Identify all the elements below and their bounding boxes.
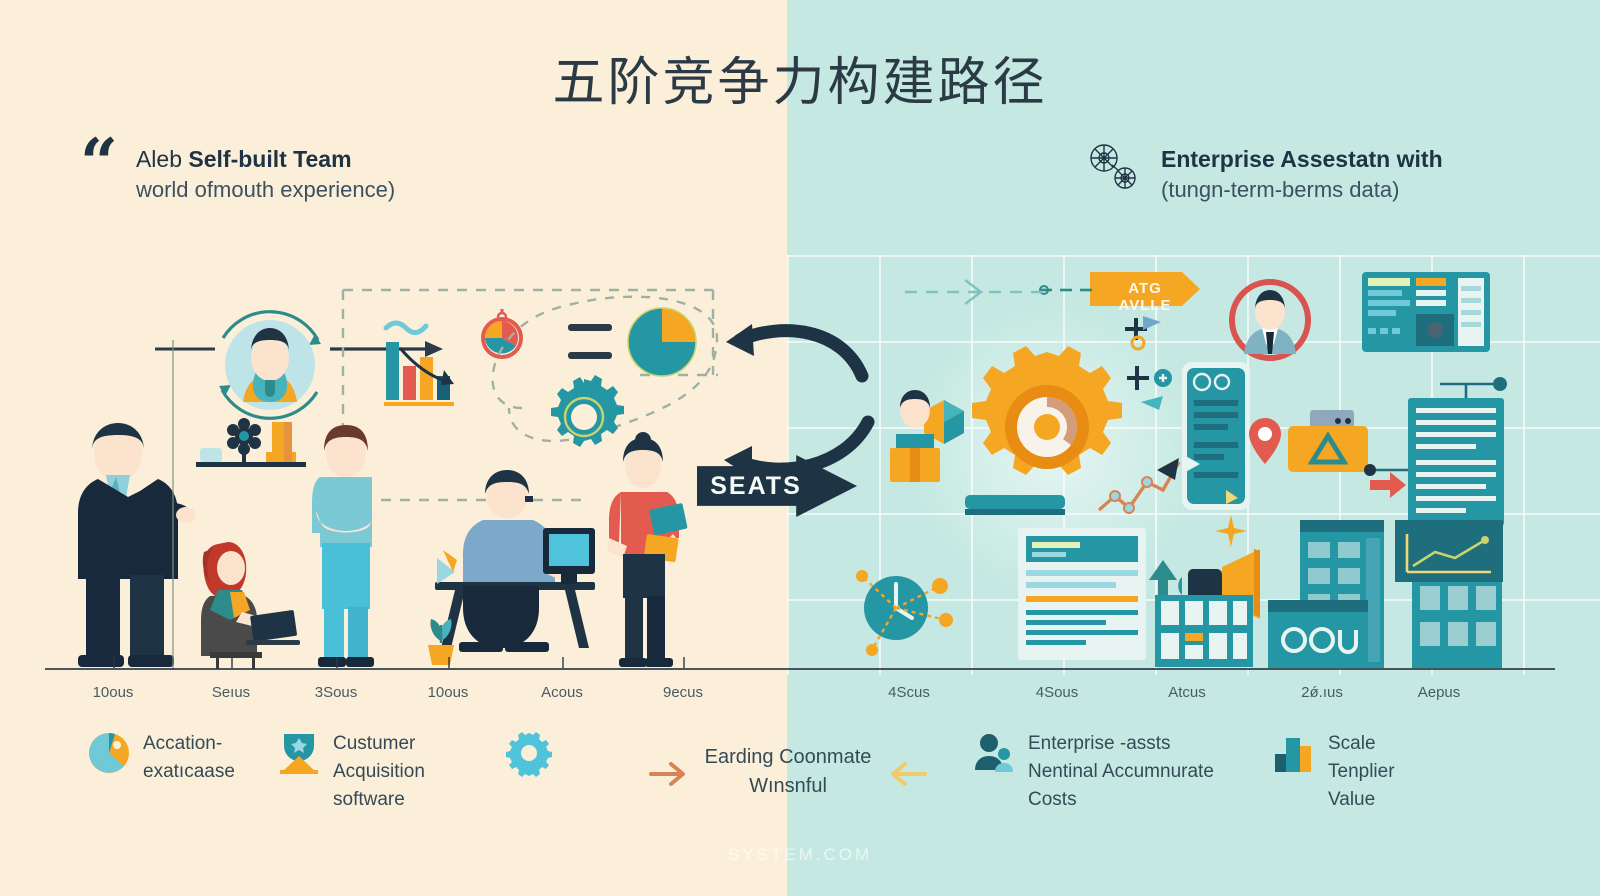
line-chart-card-icon [1395,520,1503,582]
watermark: SYSTEM.COM [727,845,873,864]
axis-label-left-0: 10ous [92,684,134,701]
axis-label-right-2: Atcus [1168,684,1206,701]
orange-folder-icon [1288,410,1368,472]
legend-label-customer-acquisition: Custumer Acquisition software [333,733,425,811]
worker-with-package-figure [890,390,940,482]
enterprise-assets-icon [975,734,1013,772]
page-title: 五阶竞争力构建路径 [552,53,1048,113]
vertical-guide-line [172,340,174,670]
trend-line-icon [1097,458,1181,514]
axis-label-left-3: 10ous [427,684,469,701]
left-header-line1: Aleb Self-built Team [136,144,395,174]
seated-woman-laptop-figure [201,542,300,669]
axis-label-right-4: Aepus [1417,684,1461,701]
atg-avlle-label: ATG AVLLE [1118,280,1172,314]
axis-label-left-1: Seıus [211,684,251,701]
pie-chart-large-icon [627,307,697,377]
legend-item-accation[interactable]: Accation- exatıcaase [88,730,278,814]
small-pie-clock-icon [481,309,523,359]
gear-icon [506,732,552,777]
legend-row: Accation- exatıcaase Custumer Acquisitio… [88,730,1528,814]
desk-surface-icon [965,495,1065,515]
curved-arrow-top [726,324,869,383]
up-arrow-icon [1149,560,1177,622]
axis-label-left-2: 3Sous [314,684,358,701]
tool-icons-group [1125,316,1172,410]
standing-woman-figure [312,425,376,667]
desk-worker-scene [435,470,595,652]
mobile-report-card-icon [1182,362,1250,510]
left-header: “ Aleb Self-built Team world ofmouth exp… [80,124,396,206]
potted-plant-icon [428,619,454,665]
businessman-figure [78,423,196,667]
clock-network-icon [856,570,953,656]
axis-tick [448,657,450,668]
circled-executive-avatar-icon [1229,279,1311,361]
quote-mark-icon: “ [80,124,118,202]
seats-label: SEATS [710,471,802,500]
right-header-line2: (tungn-term-berms data) [1161,177,1400,203]
right-header-line1: Enterprise Assestatn with [1161,144,1443,174]
axis-tick [562,657,564,668]
seats-badge[interactable]: SEATS [697,455,857,517]
large-gear-icon [972,346,1122,475]
arrow-right-icon [648,762,685,787]
legend-label-center: Earding Coonmate Wınsnful [704,745,872,798]
legend-item-scale-value[interactable]: Scale Tenplier Value [1273,730,1503,814]
buildings-icon [1275,738,1311,772]
legend-item-center-note: Earding Coonmate Wınsnful [603,730,973,814]
axis-label-left-4: Acous [541,684,583,701]
list-lines-icon [568,324,612,359]
right-dashed-line [905,279,1045,305]
arrow-left-icon [891,762,928,787]
legend-label-accation: Accation- exatıcaase [143,733,235,783]
team-avatar-badge [219,310,321,420]
legend-label-enterprise-assets: Enterprise -assts Nentinal Accumnurate C… [1028,733,1214,811]
flow-arrow-left-to-avatar [155,347,215,351]
axis-label-left-5: 9ecus [662,684,704,701]
legend-item-enterprise-assets[interactable]: Enterprise -assts Nentinal Accumnurate C… [973,730,1273,814]
baseline-axis [45,668,1555,670]
legend-item-customer-acquisition[interactable]: Custumer Acquisition software [278,730,508,814]
server-rack-icon [1155,595,1253,667]
axis-tick [231,657,233,668]
sparkle-icon [1215,515,1247,547]
network-nodes-icon [1090,144,1136,189]
atg-avlle-banner [1090,272,1200,306]
legend-item-gear[interactable] [506,730,603,814]
dashboard-panel-icon [1362,272,1490,352]
axis-tick [683,657,685,668]
axis-tick [336,657,338,668]
red-arrow-icon [1370,472,1406,498]
right-header-bold: Enterprise Assestatn with [1161,146,1443,172]
left-header-plain: Aleb [135,146,189,172]
cube-icon [924,400,964,444]
desk-shelf-items [196,418,306,467]
axis-label-right-0: 4Scus [888,684,930,701]
left-header-line2: world ofmouth experience) [135,177,396,203]
map-pin-icon [1249,418,1281,464]
customer-acquisition-icon [280,734,318,774]
bank-building-icon [1268,600,1368,668]
axis-label-right-1: 4Sous [1035,684,1079,701]
gear-icon-left [551,375,624,447]
left-header-bold: Self-built Team [188,146,352,172]
axis-tick [113,657,115,668]
bar-chart-icon [383,320,454,406]
person-with-reports-figure [607,432,688,667]
banner-connector-dashes [1039,285,1092,295]
analytics-card-icon [1018,528,1146,660]
arrow-avatar-to-chart [330,341,443,357]
document-page-icon [1408,398,1504,526]
legend-label-scale-value: Scale Tenplier Value [1328,733,1395,811]
right-header: Enterprise Assestatn with (tungn-term-be… [1085,140,1443,206]
pie-chart-icon [89,733,129,773]
axis-label-right-3: 2ǿ.ıus [1301,684,1343,701]
